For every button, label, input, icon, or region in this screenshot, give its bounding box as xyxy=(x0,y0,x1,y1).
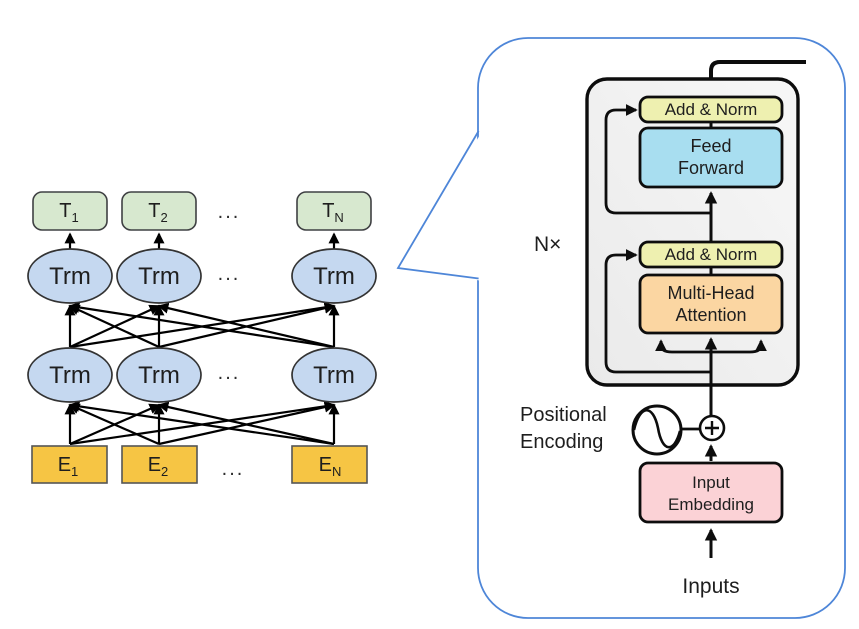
trm-node xyxy=(291,248,377,304)
bert-stack-diagram: T1 T2 TN Trm Trm Trm Trm Trm Trm E1 xyxy=(27,191,377,484)
output-line xyxy=(709,60,806,98)
trm-node xyxy=(116,248,202,304)
embedding-boxes: E1 E2 EN xyxy=(31,445,368,484)
multi-head-attention-box xyxy=(638,273,784,335)
feed-forward-label-line2: Forward xyxy=(678,158,744,178)
transformer-layer-1: Trm Trm Trm xyxy=(27,347,377,403)
attention-qkv-arrows xyxy=(655,339,767,354)
output-box-t2-label: T2 xyxy=(148,200,167,225)
input-embedding-label-line2: Embedding xyxy=(668,495,754,514)
ellipsis-dots: ... ... ... ... xyxy=(218,201,245,480)
plus-sign-icon xyxy=(705,421,719,435)
inputs-label: Inputs xyxy=(682,575,739,598)
callout-tail-fill xyxy=(398,130,483,281)
transformer-block-detail: Add & Norm Feed Forward Add & Norm Multi… xyxy=(520,60,806,598)
layer2-to-output-connections xyxy=(64,232,340,250)
ellipsis-output-row: ... xyxy=(218,201,241,223)
connection-arrow xyxy=(157,302,335,349)
trm-node-label: Trm xyxy=(49,362,91,389)
layer1-to-layer2-connections xyxy=(64,302,340,349)
embedding-to-layer1-connections xyxy=(64,400,340,446)
trm-node-label: Trm xyxy=(49,263,91,290)
trm-node xyxy=(291,347,377,403)
trm-node xyxy=(27,347,113,403)
trm-node xyxy=(116,347,202,403)
repeat-count-label: N× xyxy=(534,233,561,256)
output-box-tn xyxy=(296,191,372,231)
connection-arrow xyxy=(68,400,335,446)
output-boxes: T1 T2 TN xyxy=(32,191,372,231)
embedding-box-e1 xyxy=(31,445,108,484)
ellipsis-layer1-row: ... xyxy=(218,362,241,384)
embedding-box-e2-label: E2 xyxy=(148,454,169,479)
output-box-tn-label: TN xyxy=(322,200,344,225)
trm-node-label: Trm xyxy=(138,362,180,389)
add-norm-bottom-box xyxy=(638,240,784,269)
residual-connection-top xyxy=(604,104,711,215)
add-norm-top-box xyxy=(638,95,784,124)
embedding-box-en xyxy=(291,445,368,484)
embedding-box-e1-label: E1 xyxy=(58,454,79,479)
ellipsis-layer2-row: ... xyxy=(218,263,241,285)
transformer-layer-2: Trm Trm Trm xyxy=(27,248,377,304)
encoder-block xyxy=(585,77,800,387)
multi-head-attention-label-line1: Multi-Head xyxy=(667,283,754,303)
input-embedding-box xyxy=(638,461,784,524)
add-norm-top-label: Add & Norm xyxy=(665,100,758,119)
connection-arrow xyxy=(68,403,160,446)
embedding-box-e2 xyxy=(121,445,198,484)
input-embedding-label-line1: Input xyxy=(692,473,730,492)
trm-node xyxy=(27,248,113,304)
output-box-t1 xyxy=(32,191,108,231)
trm-node-label: Trm xyxy=(313,263,355,290)
connection-arrow xyxy=(68,302,335,349)
ellipsis-embedding-row: ... xyxy=(222,458,245,480)
trm-node-label: Trm xyxy=(313,362,355,389)
output-box-t2 xyxy=(121,191,197,231)
sine-wave-icon xyxy=(632,409,682,449)
positional-encoding-label-line1: Positional xyxy=(520,404,607,426)
feed-forward-label-line1: Feed xyxy=(690,136,731,156)
add-norm-bottom-label: Add & Norm xyxy=(665,245,758,264)
trm-node-label: Trm xyxy=(138,263,180,290)
embedding-box-en-label: EN xyxy=(319,454,342,479)
feed-forward-box xyxy=(638,126,784,189)
connection-arrow xyxy=(157,401,335,446)
multi-head-attention-label-line2: Attention xyxy=(675,305,746,325)
connection-arrow xyxy=(68,304,160,348)
callout-tail-outline xyxy=(396,130,480,280)
positional-encoding-label-line2: Encoding xyxy=(520,431,603,453)
output-box-t1-label: T1 xyxy=(59,200,78,225)
residual-connection-bottom xyxy=(604,249,711,374)
